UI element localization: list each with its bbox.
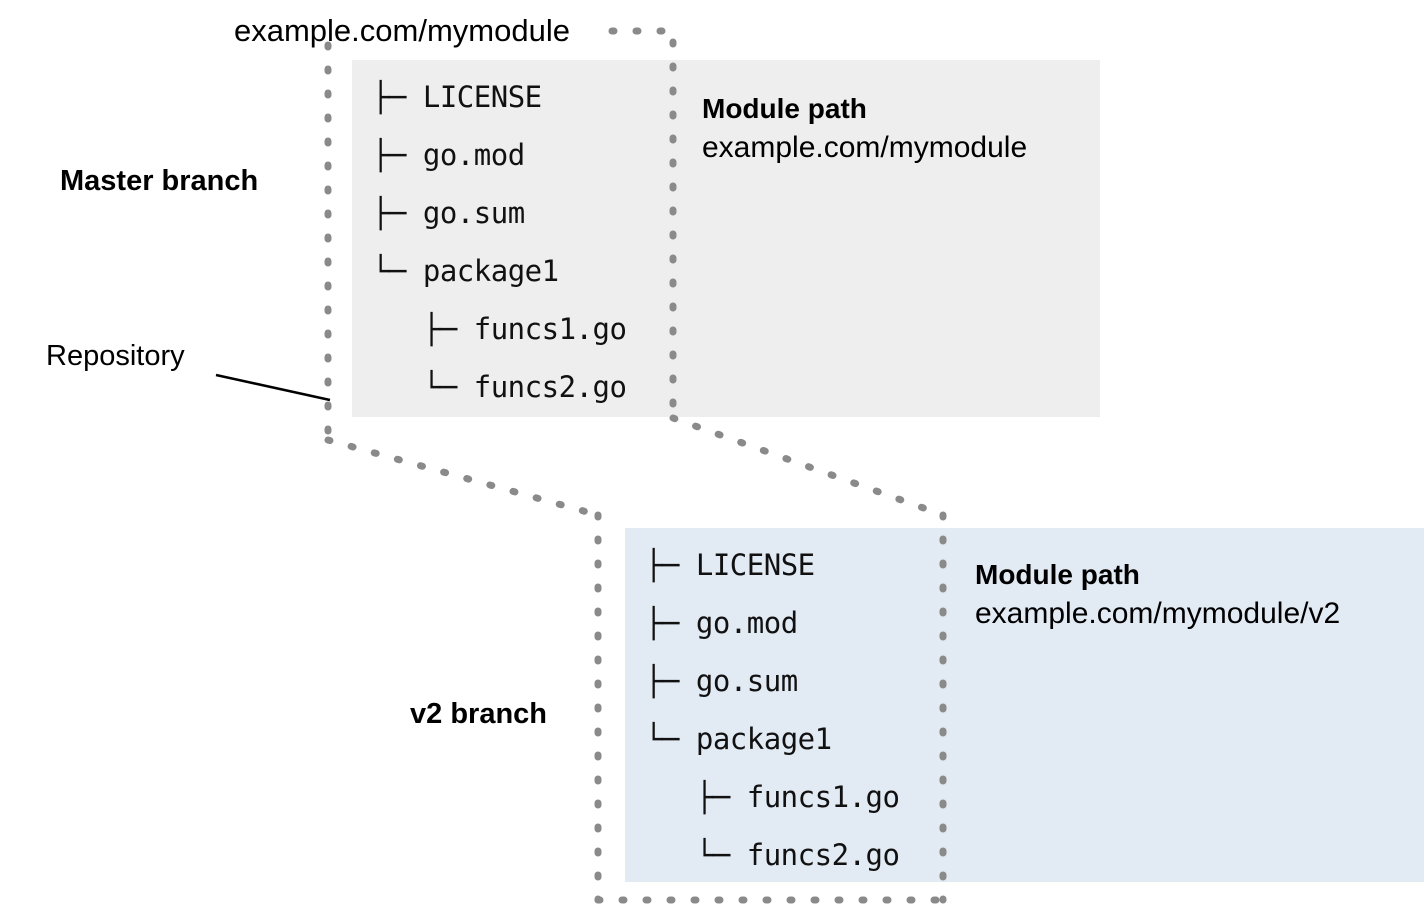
tree-branch-glyph-icon: ├─ xyxy=(645,780,747,814)
tree-row: └─ package1 xyxy=(372,242,626,300)
tree-branch-glyph-icon: └─ xyxy=(645,722,696,756)
tree-node-label: funcs1.go xyxy=(746,780,900,814)
tree-branch-glyph-icon: ├─ xyxy=(645,606,696,640)
boundary-segment-diagonal-right xyxy=(669,414,947,519)
v2-branch-label: v2 branch xyxy=(410,698,547,730)
master-branch-panel xyxy=(352,60,1100,417)
boundary-segment-diagonal-left xyxy=(324,436,602,519)
tree-node-label: go.mod xyxy=(695,606,798,640)
tree-branch-glyph-icon: ├─ xyxy=(645,664,696,698)
tree-row: ├─ go.mod xyxy=(372,126,626,184)
tree-row: └─ funcs2.go xyxy=(372,358,627,416)
master-branch-label: Master branch xyxy=(60,165,259,197)
master-module-path-title: Module path xyxy=(702,93,867,124)
master-module-path-callout: Module path example.com/mymodule xyxy=(702,90,1027,168)
tree-row: └─ package1 xyxy=(645,710,899,768)
tree-row: ├─ go.sum xyxy=(372,184,626,242)
tree-branch-glyph-icon: ├─ xyxy=(372,138,423,172)
tree-branch-glyph-icon: ├─ xyxy=(372,80,423,114)
tree-row: ├─ funcs1.go xyxy=(645,768,900,826)
tree-node-label: package1 xyxy=(695,722,832,756)
master-branch-file-tree: ├─ LICENSE├─ go.mod├─ go.sum└─ package1 … xyxy=(372,68,627,416)
repository-leader-line xyxy=(215,373,331,402)
tree-node-label: package1 xyxy=(422,254,559,288)
tree-node-label: funcs2.go xyxy=(473,370,627,404)
v2-branch-panel xyxy=(625,528,1424,882)
tree-branch-glyph-icon: ├─ xyxy=(372,312,474,346)
v2-module-path-callout: Module path example.com/mymodule/v2 xyxy=(975,556,1340,634)
tree-node-label: funcs2.go xyxy=(746,838,900,872)
tree-row: ├─ LICENSE xyxy=(645,536,899,594)
tree-node-label: LICENSE xyxy=(695,548,815,582)
repository-url-label: example.com/mymodule xyxy=(234,13,570,48)
tree-branch-glyph-icon: └─ xyxy=(645,838,747,872)
tree-node-label: go.sum xyxy=(422,196,525,230)
v2-module-path-value: example.com/mymodule/v2 xyxy=(975,597,1341,630)
tree-row: ├─ LICENSE xyxy=(372,68,626,126)
tree-row: ├─ go.sum xyxy=(645,652,899,710)
tree-row: ├─ go.mod xyxy=(645,594,899,652)
tree-branch-glyph-icon: └─ xyxy=(372,254,423,288)
tree-node-label: go.sum xyxy=(695,664,798,698)
tree-node-label: funcs1.go xyxy=(473,312,627,346)
master-module-path-value: example.com/mymodule xyxy=(702,131,1028,164)
v2-module-path-title: Module path xyxy=(975,559,1140,590)
tree-row: ├─ funcs1.go xyxy=(372,300,627,358)
tree-branch-glyph-icon: └─ xyxy=(372,370,474,404)
v2-branch-file-tree: ├─ LICENSE├─ go.mod├─ go.sum└─ package1 … xyxy=(645,536,900,884)
tree-node-label: go.mod xyxy=(422,138,525,172)
tree-row: └─ funcs2.go xyxy=(645,826,900,884)
tree-node-label: LICENSE xyxy=(422,80,542,114)
repository-label: Repository xyxy=(46,340,185,372)
tree-branch-glyph-icon: ├─ xyxy=(645,548,696,582)
tree-branch-glyph-icon: ├─ xyxy=(372,196,423,230)
